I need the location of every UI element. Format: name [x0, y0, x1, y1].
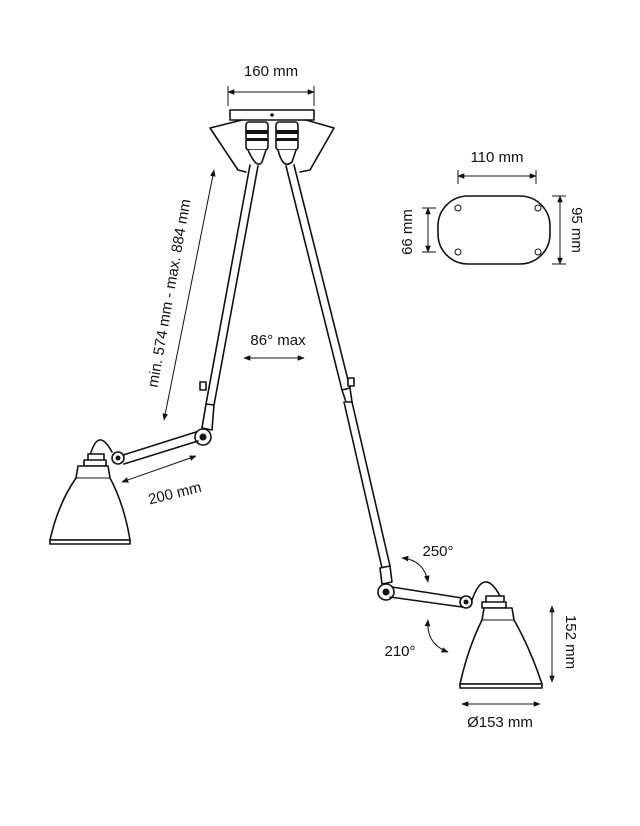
mounting-plate: [437, 195, 551, 265]
plate-width-label: 110 mm: [470, 149, 523, 166]
plate-outer-height-label: 95 mm: [568, 207, 585, 253]
dimension-lines: [121, 86, 566, 707]
canopy-width-label: 160 mm: [244, 63, 298, 80]
shade-height-label: 152 mm: [562, 615, 579, 669]
rotation-lower-label: 210°: [384, 643, 415, 660]
arm-length-label: 200 mm: [147, 479, 204, 509]
rotation-upper-label: 250°: [422, 543, 453, 560]
reach-range-label: min. 574 mm - max. 884 mm: [145, 198, 195, 389]
max-angle-label: 86° max: [250, 332, 306, 349]
right-shade: [459, 607, 543, 689]
right-arm: [285, 164, 507, 609]
left-shade: [49, 465, 131, 545]
shade-diameter-label: Ø153 mm: [467, 714, 533, 731]
plate-inner-height-label: 66 mm: [399, 209, 416, 255]
ceiling-canopy: [209, 109, 335, 173]
